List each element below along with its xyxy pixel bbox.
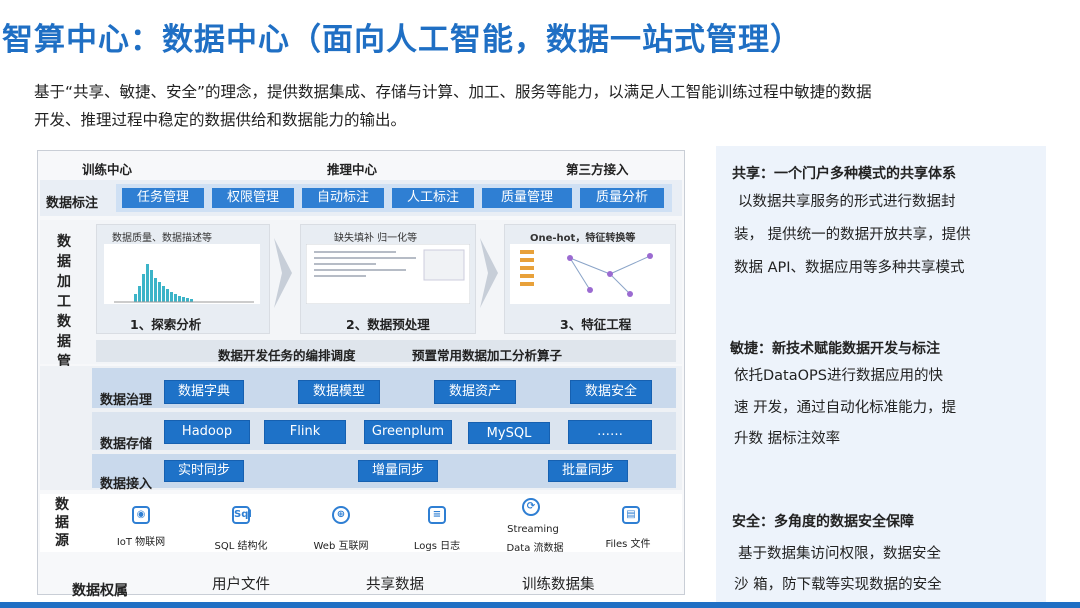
ingest-item-batch[interactable]: 批量同步 xyxy=(548,460,628,482)
tag-manual-labeling[interactable]: 人工标注 xyxy=(392,188,474,208)
tag-task-management[interactable]: 任务管理 xyxy=(122,188,204,208)
source-label-web: Web 互联网 xyxy=(313,541,369,552)
source-label-sql: SQL 结构化 xyxy=(214,541,268,552)
agile-heading: 敏捷：新技术赋能数据开发与标注 xyxy=(730,341,940,357)
step-caption-feature: One-hot，特征转换等 xyxy=(530,233,636,244)
step-label-explore: 1、探索分析 xyxy=(130,317,202,332)
step-caption-explore: 数据质量、数据描述等 xyxy=(112,233,212,244)
bottom-training-dataset: 训练数据集 xyxy=(522,577,595,593)
security-heading: 安全：多角度的数据安全保障 xyxy=(732,514,914,530)
right-info-panel xyxy=(716,146,1046,602)
bottom-user-files: 用户文件 xyxy=(212,577,270,593)
page-title: 智算中心：数据中心（面向人工智能，数据一站式管理） xyxy=(2,22,802,58)
source-label-streaming-2: Data 流数据 xyxy=(506,543,564,554)
tag-permission-management[interactable]: 权限管理 xyxy=(212,188,294,208)
governance-label: 数据治理 xyxy=(100,393,153,408)
governance-item-security[interactable]: 数据安全 xyxy=(570,380,652,404)
storage-item-hadoop[interactable]: Hadoop xyxy=(164,420,250,444)
security-line: 基于数据集访问权限，数据安全 xyxy=(738,546,941,562)
share-line: 以数据共享服务的形式进行数据封 xyxy=(738,194,956,210)
top-row-third-party: 第三方接入 xyxy=(566,162,629,177)
web-icon: ⊕ xyxy=(332,506,350,524)
vlabel-char: 数 xyxy=(57,314,71,330)
storage-item-flink[interactable]: Flink xyxy=(264,420,346,444)
feature-graph-thumbnail xyxy=(510,244,670,304)
share-line: 数据 API、数据应用等多种共享模式 xyxy=(734,260,965,276)
storage-label: 数据存储 xyxy=(100,437,153,452)
iot-icon: ◉ xyxy=(132,506,150,524)
agile-line: 速 开发，通过自动化标准能力，提 xyxy=(734,400,957,416)
governance-item-model[interactable]: 数据模型 xyxy=(298,380,380,404)
tag-auto-labeling[interactable]: 自动标注 xyxy=(302,188,384,208)
chevron-right-icon xyxy=(274,238,292,308)
ingest-label: 数据接入 xyxy=(100,477,153,492)
ingest-item-realtime[interactable]: 实时同步 xyxy=(164,460,244,482)
operators-text: 预置常用数据加工分析算子 xyxy=(412,348,563,363)
sources-vertical-label: 数 据 源 xyxy=(54,496,72,550)
files-icon: ▤ xyxy=(622,506,640,524)
bottom-accent-bar xyxy=(0,602,1080,608)
source-label-streaming: Streaming xyxy=(507,524,559,535)
source-label-logs: Logs 日志 xyxy=(413,541,461,552)
share-heading: 共享：一个门户多种模式的共享体系 xyxy=(732,166,956,182)
bottom-shared-data: 共享数据 xyxy=(366,577,424,593)
vlabel-char: 加 xyxy=(57,274,71,290)
source-label-files: Files 文件 xyxy=(605,539,651,550)
storage-item-greenplum[interactable]: Greenplum xyxy=(364,420,452,444)
tag-quality-analysis[interactable]: 质量分析 xyxy=(580,188,664,208)
agile-line: 依托DataOPS进行数据应用的快 xyxy=(734,368,943,384)
agile-line: 升数 据标注效率 xyxy=(734,431,841,447)
streaming-icon: ⟳ xyxy=(522,498,540,516)
storage-item-more[interactable]: …… xyxy=(568,420,652,444)
intro-line-2: 开发、推理过程中稳定的数据供给和数据能力的输出。 xyxy=(34,111,407,129)
vlabel-char: 据 xyxy=(57,254,71,270)
share-line: 装， 提供统一的数据开放共享，提供 xyxy=(734,227,971,243)
bottom-ownership: 数据权属 xyxy=(72,583,128,599)
logs-icon: ≡ xyxy=(428,506,446,524)
vlabel-char: 据 xyxy=(55,515,69,531)
vlabel-char: 数 xyxy=(57,234,71,250)
scheduling-text: 数据开发任务的编排调度 xyxy=(218,348,356,363)
chevron-right-icon xyxy=(480,238,498,308)
top-row-inference: 推理中心 xyxy=(327,162,378,177)
storage-item-mysql[interactable]: MySQL xyxy=(468,422,550,444)
governance-item-dictionary[interactable]: 数据字典 xyxy=(164,380,244,404)
vlabel-char: 数 xyxy=(55,497,69,513)
tag-quality-management[interactable]: 质量管理 xyxy=(482,188,572,208)
sql-icon: Sql xyxy=(232,506,252,524)
code-thumbnail xyxy=(306,244,470,304)
governance-item-assets[interactable]: 数据资产 xyxy=(434,380,516,404)
step-label-feature: 3、特征工程 xyxy=(560,317,632,332)
top-row-training: 训练中心 xyxy=(82,162,133,177)
vlabel-char: 工 xyxy=(57,294,71,310)
scheduling-band xyxy=(96,340,676,362)
intro-line-1: 基于“共享、敏捷、安全”的理念，提供数据集成、存储与计算、加工、服务等能力，以满… xyxy=(34,83,872,101)
vlabel-char: 源 xyxy=(55,533,69,549)
security-line: 沙 箱，防下载等实现数据的安全 xyxy=(734,577,942,593)
source-label-iot: IoT 物联网 xyxy=(116,537,166,548)
annotation-label: 数据标注 xyxy=(46,196,99,211)
histogram-thumbnail xyxy=(104,244,260,304)
ingest-item-incremental[interactable]: 增量同步 xyxy=(358,460,438,482)
vlabel-char: 据 xyxy=(57,334,71,350)
step-caption-preprocess: 缺失填补 归一化等 xyxy=(334,233,418,244)
step-label-preprocess: 2、数据预处理 xyxy=(346,317,430,332)
